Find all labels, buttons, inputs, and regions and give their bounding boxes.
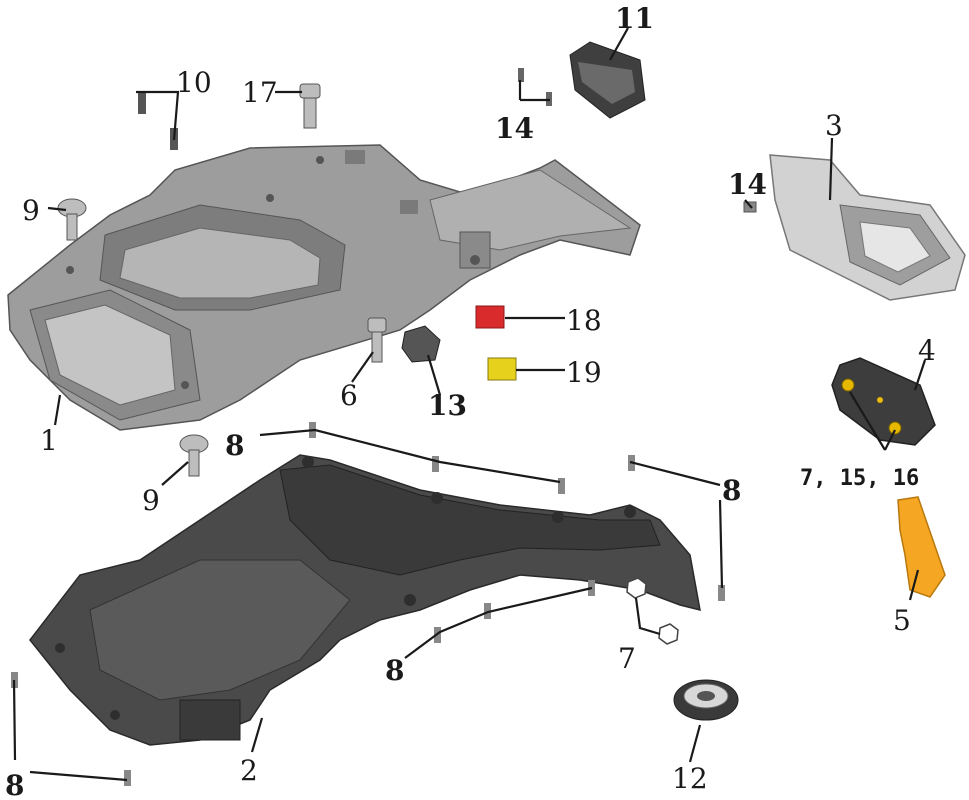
callout-19: 19 (566, 356, 602, 389)
callout-8-right: 8 (722, 474, 741, 507)
part-3-plate-bracket (769, 154, 966, 301)
callout-8-top: 8 (225, 429, 244, 462)
part-11-cover (569, 41, 646, 119)
part-5-reflector (897, 496, 946, 598)
callout-4: 4 (918, 334, 936, 367)
callout-7-15-16: 7, 15, 16 (800, 466, 919, 491)
part-1-upper-fender (7, 144, 641, 431)
part-9-bolts (57, 198, 209, 477)
callout-2: 2 (240, 754, 258, 787)
part-18-fuse-red (475, 305, 505, 329)
callout-labels: 1 2 3 4 5 6 7 7, 15, 16 8 8 8 8 9 9 10 1… (5, 2, 936, 800)
part-4-tail-light (831, 357, 936, 446)
callout-3: 3 (825, 109, 843, 142)
callout-10: 10 (176, 66, 212, 99)
part-13-clip (401, 325, 441, 363)
part-7-nuts (626, 577, 679, 645)
part-17-bolt (299, 83, 321, 129)
callout-8-bottom-left: 8 (5, 769, 24, 800)
callout-12: 12 (672, 762, 708, 795)
part-10-screws (138, 92, 178, 150)
part-19-fuse-yellow (487, 357, 517, 381)
part-2-lower-fender (29, 454, 701, 746)
callout-17: 17 (242, 76, 278, 109)
callout-6: 6 (340, 379, 358, 412)
callout-18: 18 (566, 304, 602, 337)
part-6-bolt (367, 317, 387, 363)
part-12-grommet (673, 679, 739, 721)
callout-7: 7 (618, 642, 636, 675)
callout-11: 11 (615, 2, 654, 35)
leader-lines (12, 27, 927, 782)
callout-5: 5 (893, 604, 911, 637)
callout-1: 1 (40, 424, 58, 457)
callout-9-top: 9 (22, 194, 40, 227)
callout-14-right: 14 (728, 168, 767, 201)
callout-8-middle: 8 (385, 654, 404, 687)
callout-14-top: 14 (495, 112, 534, 145)
callout-9-bottom: 9 (142, 484, 160, 517)
callout-13: 13 (428, 389, 467, 422)
